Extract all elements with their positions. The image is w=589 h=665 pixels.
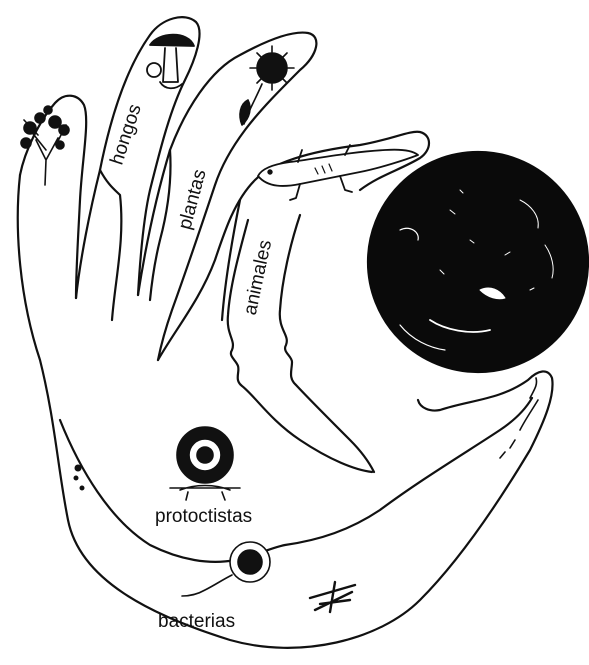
- face-profile-1: [228, 220, 372, 472]
- finger-2-inner: [100, 170, 121, 320]
- face-profile-2: [280, 215, 374, 472]
- label-bacterias: bacterias: [158, 612, 235, 631]
- bacteria-tree-icon: [21, 106, 69, 185]
- arm-inner-line: [60, 398, 532, 562]
- finger-3-inner: [150, 150, 171, 300]
- protoctist-amoeba-icon: [170, 427, 240, 500]
- label-protoctistas: protoctistas: [155, 507, 252, 526]
- spiral-bacterium-icon: [182, 378, 538, 596]
- bacterium-cluster-icon: [310, 582, 355, 612]
- mushroom-icon: [147, 35, 194, 89]
- finger-2: [76, 17, 200, 298]
- earth-globe-icon: [368, 152, 588, 372]
